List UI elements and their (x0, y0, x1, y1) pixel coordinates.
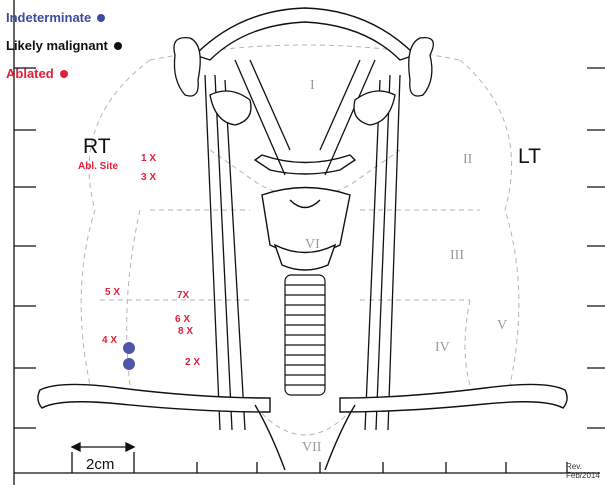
legend-likely-malignant: Likely malignant (6, 38, 122, 53)
level-label-iv: IV (435, 340, 450, 356)
ablation-mark-1: 1 X (141, 153, 156, 164)
larynx (262, 188, 350, 271)
legend-indeterminate-dot (97, 14, 105, 22)
level-label-vi: VI (305, 237, 320, 253)
ablation-mark-2: 2 X (185, 357, 200, 368)
side-label-left: LT (518, 145, 541, 169)
scale-bar-label: 2cm (86, 456, 114, 473)
ablation-mark-3: 3 X (141, 172, 156, 183)
mandible (195, 8, 415, 60)
legend-indeterminate: Indeterminate (6, 10, 105, 25)
trachea (285, 275, 325, 395)
level-label-v: V (497, 318, 507, 334)
level-label-i: I (310, 78, 315, 94)
legend-ablated-label: Ablated (6, 66, 54, 81)
ablation-site-label: Abl. Site (78, 161, 118, 172)
level-label-vii: VII (302, 440, 321, 456)
level-label-ii: II (463, 152, 472, 168)
ablation-mark-6: 6 X (175, 314, 190, 325)
ablation-mark-5: 5 X (105, 287, 120, 298)
legend-likely-malignant-label: Likely malignant (6, 38, 108, 53)
revision-line-1: Rev. (566, 462, 582, 471)
legend-ablated-dot (60, 70, 68, 78)
ablation-mark-4: 4 X (102, 335, 117, 346)
legend-ablated: Ablated (6, 66, 68, 81)
hyoid-bone (255, 155, 355, 174)
level-label-iii: III (450, 248, 464, 264)
clavicles (38, 384, 567, 470)
indeterminate-nodule (123, 358, 135, 370)
ablation-mark-8: 8 X (178, 326, 193, 337)
ablation-mark-7: 7X (177, 290, 189, 301)
revision-line-2: Feb/2014 (566, 471, 600, 480)
legend-indeterminate-label: Indeterminate (6, 10, 91, 25)
side-label-right: RT (83, 135, 111, 159)
legend-likely-malignant-dot (114, 42, 122, 50)
indeterminate-nodule (123, 342, 135, 354)
